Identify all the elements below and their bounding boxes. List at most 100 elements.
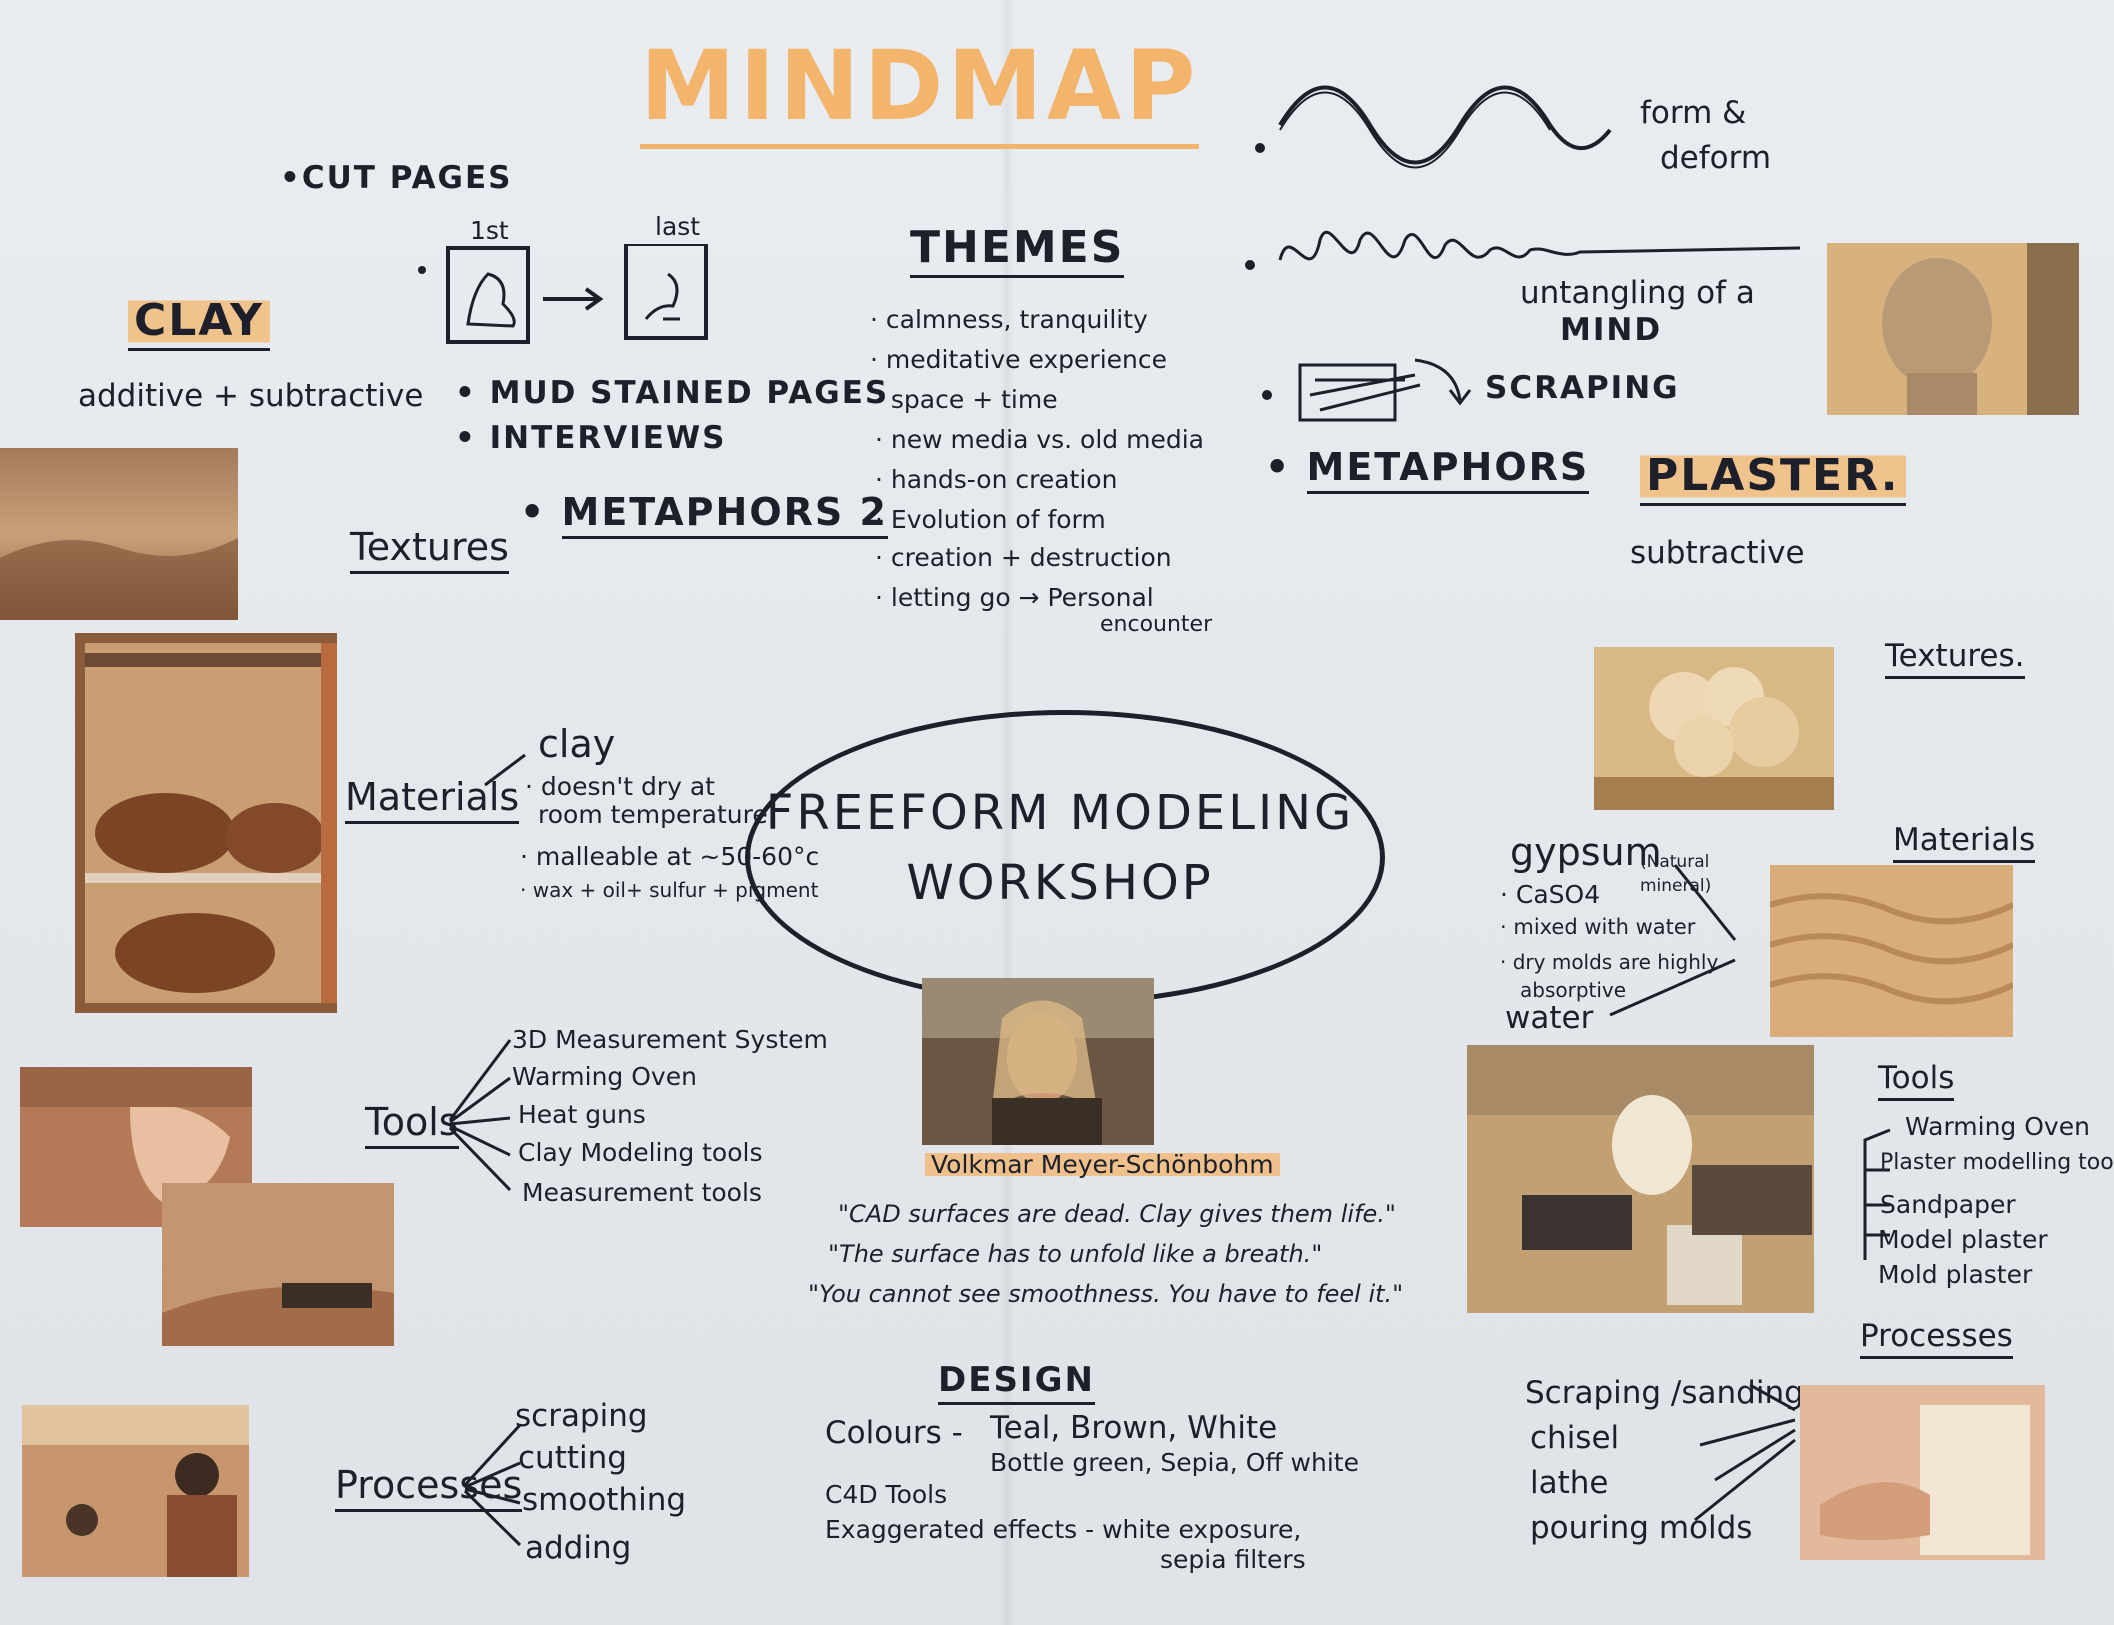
- metaphors-heading: • METAPHORS: [1265, 445, 1590, 494]
- plaster-textures-label: Textures.: [1885, 638, 2025, 679]
- clay-tool-item-4: Measurement tools: [522, 1178, 762, 1207]
- clay-heading: CLAY: [128, 295, 271, 351]
- design-heading-text: DESIGN: [938, 1360, 1095, 1405]
- clay-tool-item-0: 3D Measurement System: [512, 1025, 828, 1054]
- plaster-texture-photo: [1594, 647, 1834, 810]
- clay-processes-label: Processes: [335, 1463, 523, 1512]
- theme-item-0: · calmness, tranquility: [870, 305, 1148, 334]
- clay-process-item-3: adding: [525, 1530, 632, 1566]
- theme-item-1: · meditative experience: [870, 345, 1168, 374]
- page-title: MINDMAP: [640, 30, 1200, 149]
- quote-3: "You cannot see smoothness. You have to …: [808, 1280, 1404, 1308]
- plaster-processes-connector: [1694, 1383, 1796, 1522]
- plaster-materials-connector: [1609, 864, 1737, 1017]
- theme-item-1-text: meditative experience: [885, 345, 1168, 374]
- clay-material-item-4: · wax + oil+ sulfur + pigment: [520, 878, 819, 902]
- design-tools-label: C4D Tools: [825, 1480, 948, 1509]
- plaster-material-item-4: · mixed with water: [1500, 915, 1696, 939]
- clay-material-item-3-text: malleable at ~50-60°c: [535, 842, 820, 871]
- design-colours-label: Colours -: [825, 1415, 963, 1451]
- plaster-material-item-5: · dry molds are highly: [1500, 950, 1719, 974]
- clay-hand-photo: [20, 1067, 252, 1227]
- design-heading: DESIGN: [938, 1360, 1095, 1405]
- theme-item-0-text: calmness, tranquility: [885, 305, 1148, 334]
- plaster-material-item-4-text: mixed with water: [1513, 915, 1696, 939]
- plaster-tool-item-0: Warming Oven: [1905, 1112, 2090, 1141]
- plaster-material-item-1: · CaSO4: [1500, 880, 1601, 909]
- plaster-textures-text: Textures.: [1885, 638, 2025, 679]
- metaphors2-label: • METAPHORS 2: [520, 490, 888, 539]
- plaster-processes-label: Processes: [1860, 1318, 2013, 1359]
- plaster-process-item-2: lathe: [1530, 1465, 1609, 1501]
- plaster-tools-photo: [1467, 1045, 1814, 1313]
- plaster-material-item-0: gypsum: [1510, 830, 1662, 874]
- clay-textures-label: Textures: [350, 525, 509, 574]
- clay-process-item-0: scraping: [515, 1398, 648, 1434]
- cut-pages-label: •CUT PAGES: [280, 160, 513, 196]
- theme-item-2-text: space + time: [890, 385, 1058, 414]
- clay-textures-text: Textures: [350, 525, 509, 574]
- untangling-line-2: MIND: [1560, 312, 1663, 348]
- form-label-2: deform: [1660, 140, 1772, 176]
- title-text: MINDMAP: [640, 30, 1200, 149]
- plaster-tool-item-1: Plaster modelling tools: [1880, 1150, 2114, 1175]
- plaster-material-item-6: absorptive: [1520, 978, 1627, 1002]
- metaphors-heading-text: METAPHORS: [1306, 445, 1590, 494]
- plaster-tool-item-3: Model plaster: [1878, 1225, 2048, 1254]
- design-colours-line2: Bottle green, Sepia, Off white: [990, 1448, 1359, 1477]
- person-name: Volkmar Meyer-Schönbohm: [925, 1150, 1280, 1179]
- interviews-text: INTERVIEWS: [489, 420, 727, 456]
- theme-item-3-text: new media vs. old media: [890, 425, 1204, 454]
- plaster-material-item-2: (Natural: [1640, 852, 1710, 872]
- theme-item-6-text: creation + destruction: [890, 543, 1172, 572]
- plaster-heading: PLASTER.: [1640, 450, 1906, 506]
- scraping-sketch: [1262, 358, 1472, 422]
- clay-material-item-3: · malleable at ~50-60°c: [520, 842, 820, 871]
- cut-pages-sketch: [418, 244, 708, 344]
- clay-heading-text: CLAY: [128, 295, 271, 351]
- clay-tools-label: Tools: [365, 1100, 459, 1149]
- plaster-tools-label: Tools: [1878, 1060, 1955, 1101]
- quote-1: "CAD surfaces are dead. Clay gives them …: [838, 1200, 1396, 1228]
- theme-item-7-text: letting go → Personal: [890, 583, 1154, 612]
- wave-sketch: [1255, 85, 1612, 169]
- scraping-label: SCRAPING: [1485, 370, 1680, 406]
- design-colours-line1: Teal, Brown, White: [990, 1410, 1278, 1446]
- cut-pages-text: CUT PAGES: [301, 160, 513, 196]
- metaphors2-text: METAPHORS 2: [561, 490, 888, 539]
- plaster-heading-text: PLASTER.: [1640, 450, 1906, 506]
- clay-processes-text: Processes: [335, 1463, 523, 1512]
- plaster-tools-text: Tools: [1878, 1060, 1955, 1101]
- clay-processes-connector: [463, 1423, 522, 1547]
- interviews-label: • INTERVIEWS: [455, 420, 727, 456]
- plaster-process-item-3: pouring molds: [1530, 1510, 1753, 1546]
- clay-tools-text: Tools: [365, 1100, 459, 1149]
- clay-tool-item-1: Warming Oven: [512, 1062, 697, 1091]
- mud-stained-text: MUD STAINED PAGES: [489, 375, 890, 411]
- theme-item-5: · Evolution of form: [875, 505, 1106, 534]
- plaster-process-item-0: Scraping /sanding: [1525, 1375, 1804, 1411]
- clay-material-item-0: clay: [538, 722, 616, 766]
- themes-heading: THEMES: [910, 222, 1125, 278]
- design-effects-line2: sepia filters: [1160, 1545, 1306, 1574]
- first-label: 1st: [470, 216, 509, 245]
- clay-tools-connector: [448, 1039, 512, 1192]
- person-name-text: Volkmar Meyer-Schönbohm: [925, 1150, 1280, 1179]
- clay-process-photo: [22, 1405, 249, 1577]
- center-title-line2: WORKSHOP: [906, 855, 1214, 911]
- theme-item-8: encounter: [1100, 612, 1213, 637]
- clay-tool-item-3: Clay Modeling tools: [518, 1138, 763, 1167]
- scribble-sketch: [1245, 230, 1800, 270]
- clay-material-item-4-text: wax + oil+ sulfur + pigment: [532, 878, 819, 902]
- theme-item-3: · new media vs. old media: [875, 425, 1204, 454]
- plaster-subheading: subtractive: [1630, 535, 1805, 571]
- warming-oven-photo: [75, 633, 337, 1013]
- clay-materials-connector: [484, 753, 526, 787]
- plaster-material-item-3: mineral): [1640, 876, 1712, 896]
- theme-item-7: · letting go → Personal: [875, 583, 1154, 612]
- theme-item-4: · hands-on creation: [875, 465, 1118, 494]
- plaster-tool-item-2: Sandpaper: [1880, 1190, 2016, 1219]
- plaster-bust-photo: [1827, 243, 2079, 415]
- plaster-material-item-5-text: dry molds are highly: [1512, 950, 1719, 974]
- untangling-line-1: untangling of a: [1520, 275, 1755, 311]
